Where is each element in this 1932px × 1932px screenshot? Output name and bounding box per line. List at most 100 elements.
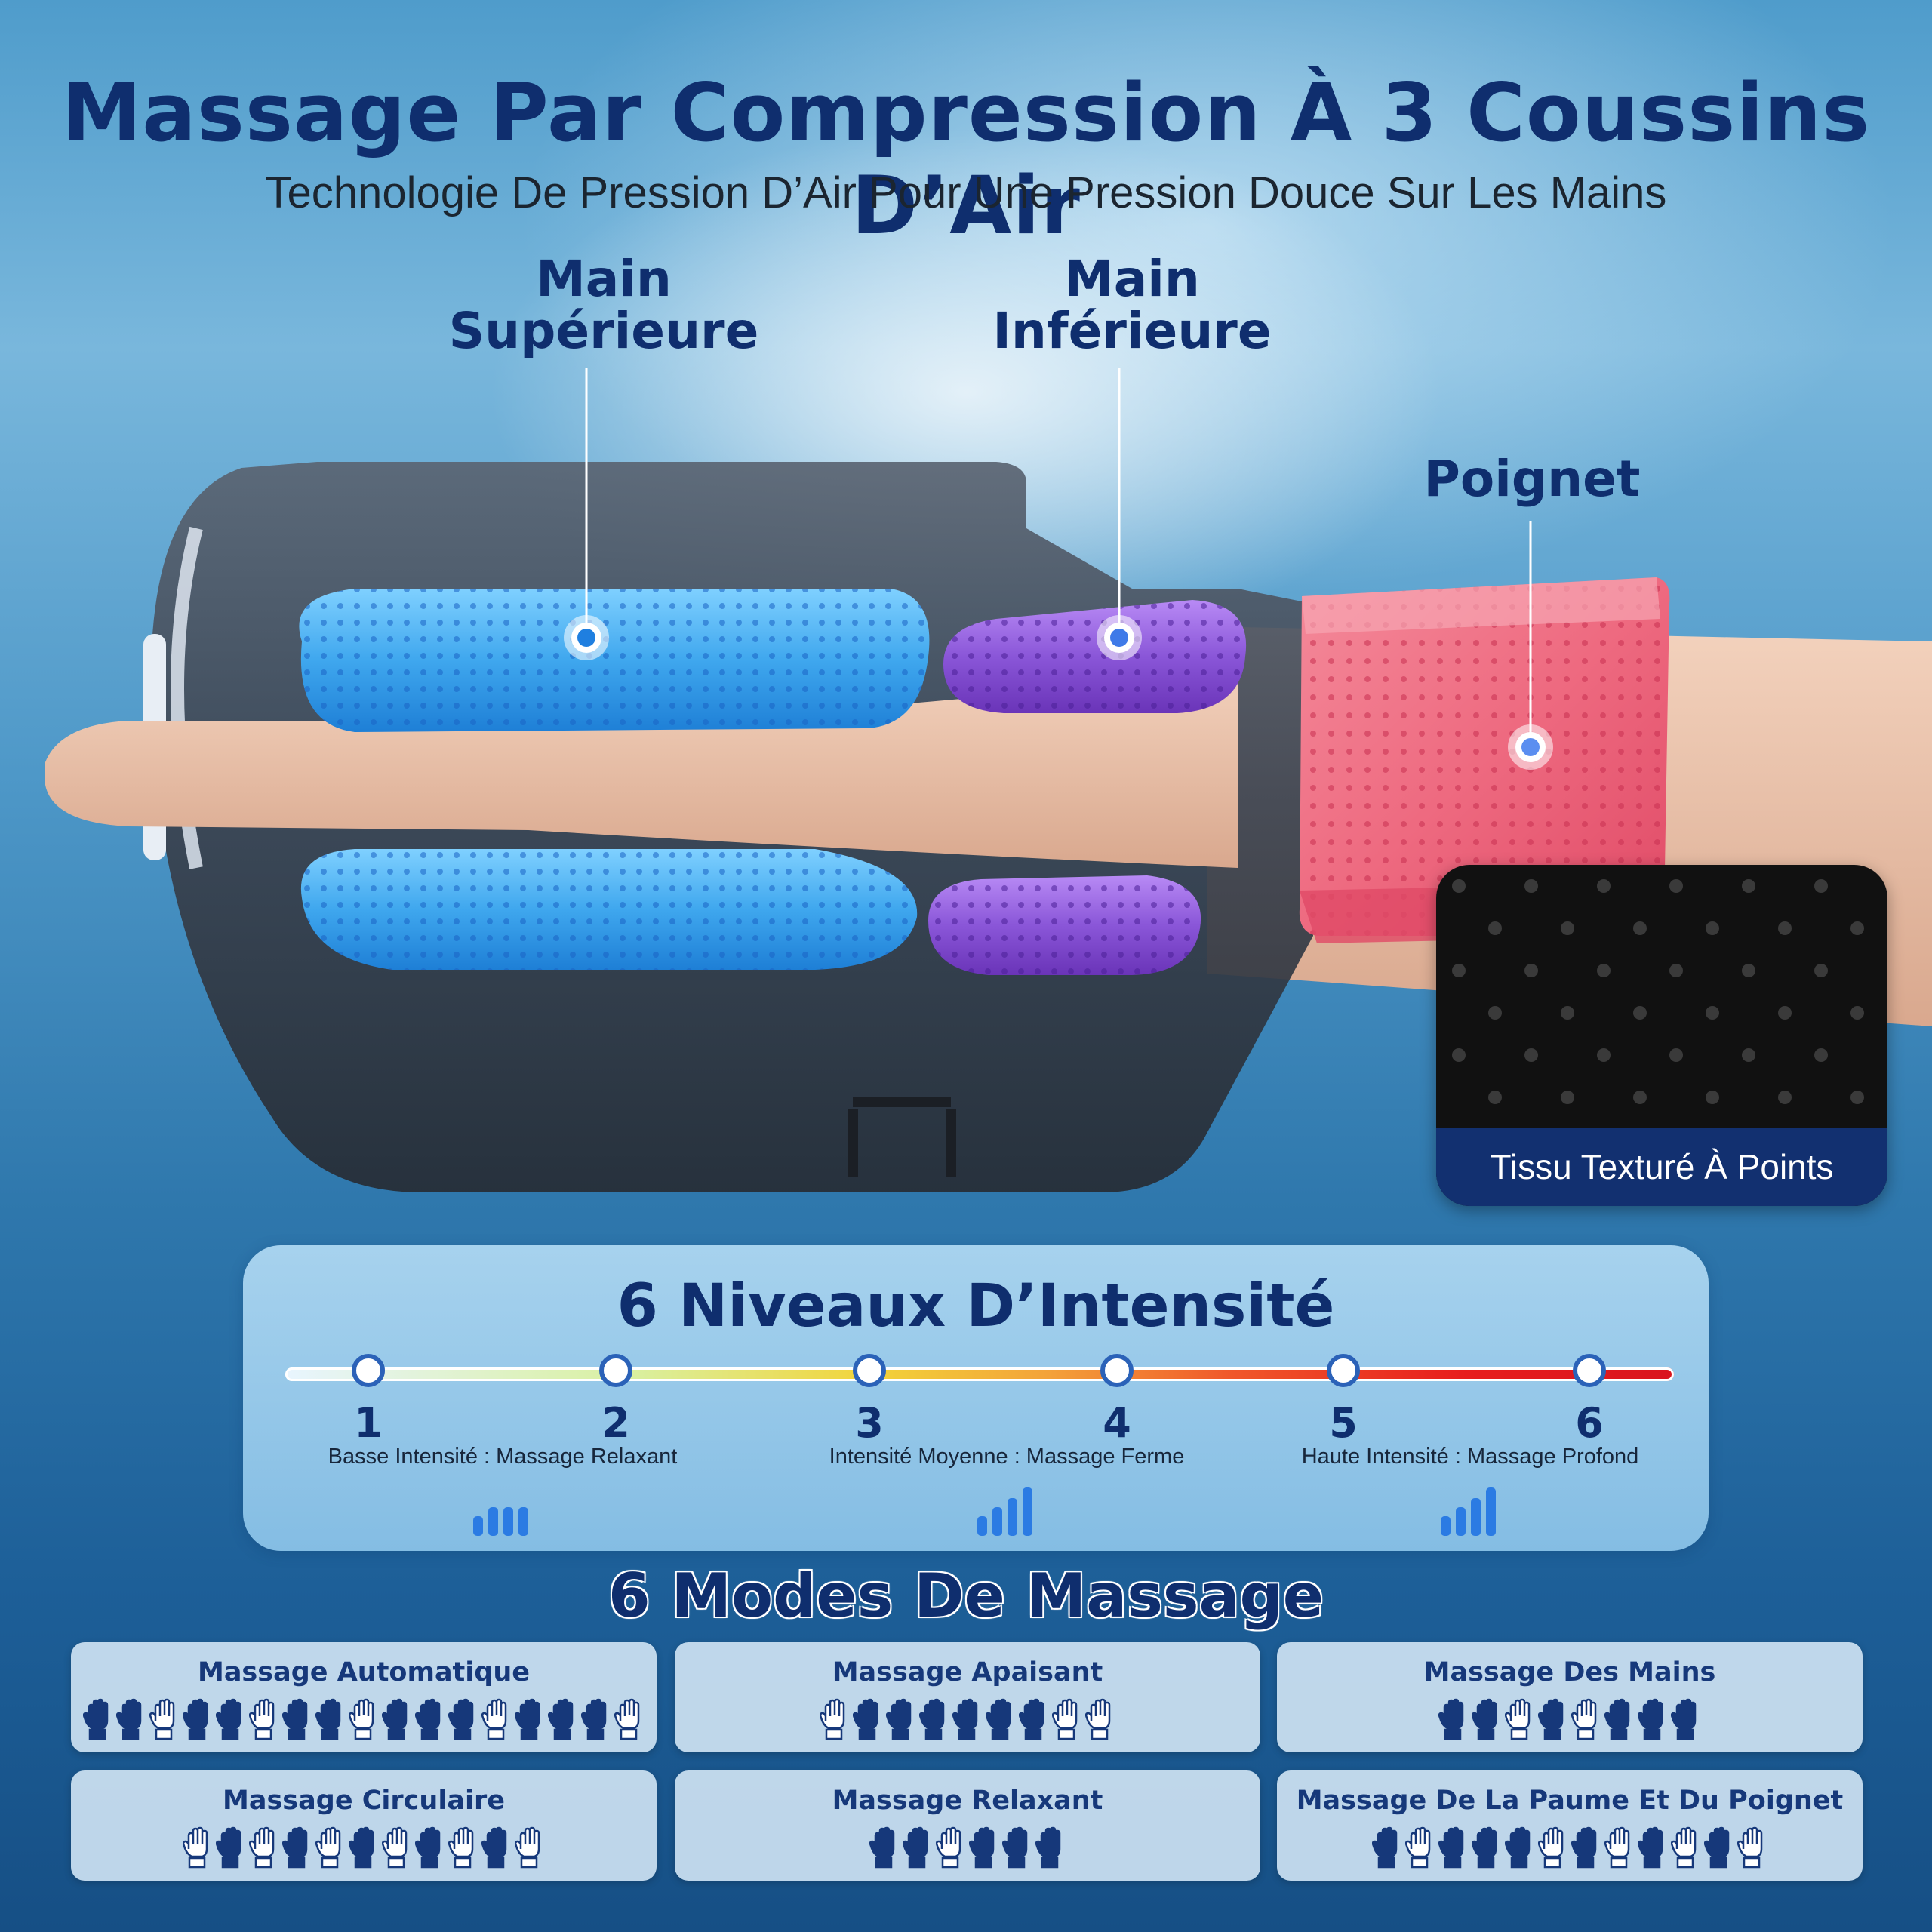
mode-card-3[interactable]: Massage Des Mains <box>1277 1642 1863 1752</box>
intensity-level-6-knob[interactable] <box>1573 1354 1606 1387</box>
shell-handle <box>848 1097 956 1177</box>
texture-dot <box>1706 1006 1719 1020</box>
outline-hand-icon <box>448 1826 474 1869</box>
texture-dot <box>1452 879 1466 893</box>
intensity-level-3-knob[interactable] <box>853 1354 886 1387</box>
outline-hand-icon <box>481 1698 507 1740</box>
filled-hand-icon <box>183 1698 208 1740</box>
lower-hand-marker <box>1097 615 1142 660</box>
page-title: Massage Par Compression À 3 Coussins D’A… <box>61 66 1871 252</box>
filled-hand-icon <box>969 1826 995 1869</box>
filled-hand-icon <box>1604 1698 1630 1740</box>
filled-hand-icon <box>415 1826 441 1869</box>
intensity-level-5-knob[interactable] <box>1327 1354 1360 1387</box>
signal-bar <box>518 1507 528 1536</box>
signal-bar <box>1023 1487 1032 1536</box>
texture-dot <box>1850 1091 1864 1104</box>
outline-hand-icon <box>315 1826 341 1869</box>
lower-hand-cushion-bottom <box>928 875 1201 975</box>
filled-hand-icon <box>282 1698 308 1740</box>
texture-dot <box>1742 964 1755 977</box>
filled-hand-icon <box>1638 1826 1663 1869</box>
filled-hand-icon <box>1704 1826 1730 1869</box>
outline-hand-icon <box>1737 1826 1763 1869</box>
wrist-label: Poignet <box>1423 450 1641 508</box>
texture-dot <box>1524 879 1538 893</box>
signal-bar <box>977 1516 987 1536</box>
texture-dot <box>1669 879 1683 893</box>
outline-hand-icon <box>1052 1698 1078 1740</box>
signal-bar <box>503 1507 513 1536</box>
texture-dot <box>1633 921 1647 935</box>
filled-hand-icon <box>1538 1698 1564 1740</box>
intensity-level-number: 5 <box>1329 1399 1358 1447</box>
filled-hand-icon <box>1438 1698 1464 1740</box>
filled-hand-icon <box>886 1698 912 1740</box>
texture-dot <box>1742 879 1755 893</box>
filled-hand-icon <box>1472 1826 1497 1869</box>
filled-hand-icon <box>382 1698 408 1740</box>
outline-hand-icon <box>1671 1826 1697 1869</box>
filled-hand-icon <box>986 1698 1011 1740</box>
modes-title: 6 Modes De Massage <box>608 1561 1324 1631</box>
outline-hand-icon <box>249 1698 275 1740</box>
mode-card-2[interactable]: Massage Apaisant <box>675 1642 1260 1752</box>
filled-hand-icon <box>1438 1826 1464 1869</box>
intensity-level-number: 6 <box>1575 1399 1604 1447</box>
mode-label: Massage De La Paume Et Du Poignet <box>1296 1786 1844 1816</box>
texture-dot <box>1488 1091 1502 1104</box>
signal-strength-icon <box>977 1487 1032 1536</box>
texture-dot <box>1561 1006 1574 1020</box>
signal-bar <box>1456 1507 1466 1536</box>
upper-hand-marker <box>564 615 609 660</box>
filled-hand-icon <box>282 1826 308 1869</box>
texture-dot <box>1488 1006 1502 1020</box>
texture-dot <box>1669 964 1683 977</box>
filled-hand-icon <box>315 1698 341 1740</box>
filled-hand-icon <box>83 1698 109 1740</box>
texture-dot <box>1814 964 1828 977</box>
texture-dot <box>1778 1006 1792 1020</box>
texture-dot <box>1597 879 1611 893</box>
mode-pattern-icons <box>1277 1826 1863 1869</box>
texture-dot <box>1561 921 1574 935</box>
signal-bar <box>1486 1487 1496 1536</box>
page-subtitle: Technologie De Pression D’Air Pour Une P… <box>265 168 1667 217</box>
filled-hand-icon <box>1019 1698 1044 1740</box>
filled-hand-icon <box>1035 1826 1061 1869</box>
upper-hand-cushion-top <box>299 589 930 732</box>
filled-hand-icon <box>581 1698 607 1740</box>
mode-card-5[interactable]: Massage Relaxant <box>675 1770 1260 1881</box>
texture-dot <box>1524 964 1538 977</box>
intensity-title: 6 Niveaux D’Intensité <box>617 1272 1335 1340</box>
mode-label: Massage Des Mains <box>1423 1657 1716 1687</box>
filled-hand-icon <box>1472 1698 1497 1740</box>
filled-hand-icon <box>903 1826 928 1869</box>
filled-hand-icon <box>448 1698 474 1740</box>
texture-dot <box>1814 879 1828 893</box>
texture-dot <box>1452 1048 1466 1062</box>
intensity-level-2-knob[interactable] <box>599 1354 632 1387</box>
mode-label: Massage Automatique <box>197 1657 530 1687</box>
upper-hand-cushion-bottom <box>300 849 918 970</box>
texture-dot <box>1778 921 1792 935</box>
mode-pattern-icons <box>71 1698 657 1740</box>
mode-card-6[interactable]: Massage De La Paume Et Du Poignet <box>1277 1770 1863 1881</box>
intensity-level-4-knob[interactable] <box>1100 1354 1134 1387</box>
texture-dot <box>1633 1091 1647 1104</box>
filled-hand-icon <box>415 1698 441 1740</box>
signal-strength-icon <box>1441 1487 1496 1536</box>
filled-hand-icon <box>1372 1826 1398 1869</box>
outline-hand-icon <box>1405 1826 1431 1869</box>
lower-hand-label: Main Inférieure <box>992 250 1272 361</box>
lower-hand-cushion-top <box>943 600 1247 713</box>
texture-dot <box>1706 1091 1719 1104</box>
mode-card-1[interactable]: Massage Automatique <box>71 1642 657 1752</box>
texture-dot <box>1850 1006 1864 1020</box>
mode-card-4[interactable]: Massage Circulaire <box>71 1770 657 1881</box>
signal-bar <box>1441 1516 1451 1536</box>
filled-hand-icon <box>548 1698 574 1740</box>
intensity-level-number: 2 <box>601 1399 630 1447</box>
intensity-level-1-knob[interactable] <box>352 1354 385 1387</box>
texture-dot <box>1669 1048 1683 1062</box>
